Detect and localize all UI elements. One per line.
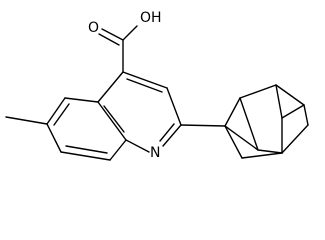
molecule-drawing: OH O N: [5, 10, 309, 161]
bond-c5-c6: [46, 97, 66, 125]
cage-bond-12: [239, 97, 259, 151]
bond-c7-c8: [60, 151, 111, 161]
quinoline-benzene-ring: [46, 97, 127, 161]
bond-c8a-c4a: [97, 101, 127, 141]
bond-c6-c7: [46, 123, 62, 153]
cage-bond-7: [224, 125, 243, 159]
cage-bond-6: [241, 152, 283, 159]
bond-c8-c8a: [109, 139, 127, 161]
adamantyl-group: [180, 84, 309, 159]
bond-c3-c2: [166, 87, 182, 126]
cage-bond-3: [275, 84, 305, 106]
cage-bond-4: [303, 104, 309, 126]
cage-bond-13: [281, 104, 305, 119]
structure-diagram: OH O N: [5, 10, 309, 161]
bond-c4-c3: [122, 71, 168, 89]
bond-c4a-c5: [64, 97, 99, 103]
bond-c-o-double-b: [98, 33, 120, 46]
cage-bond-10: [275, 84, 283, 119]
cage-bond-8: [224, 125, 259, 151]
bond-n1-c8a: [125, 139, 150, 153]
carboxylic-acid-group: OH O: [88, 10, 162, 73]
hydroxyl-label: OH: [140, 10, 162, 26]
cage-bond-2: [239, 84, 277, 99]
cage-bond-5: [281, 124, 309, 154]
bond-c2-adamantyl: [180, 124, 226, 127]
cage-bond-1: [224, 97, 241, 127]
bond-c-o-double-a: [101, 28, 124, 41]
bond-c4a-c8a-inner: [103, 105, 125, 133]
ring-nitrogen-label: N: [150, 145, 160, 161]
quinoline-pyridine-ring: N: [97, 71, 182, 161]
bond-c4-c3-inner: [126, 78, 163, 93]
bond-c5-c6-inner: [53, 103, 70, 126]
bond-c-oh: [122, 25, 138, 41]
methyl-bond: [5, 116, 48, 125]
bond-c4a-c4: [97, 71, 124, 103]
cage-bond-9: [257, 149, 283, 154]
bond-c7-c8-inner: [65, 145, 108, 154]
bond-c2-n1-inner: [159, 123, 175, 142]
carbonyl-oxygen-label: O: [88, 20, 99, 36]
bond-c2-n1: [162, 124, 182, 147]
